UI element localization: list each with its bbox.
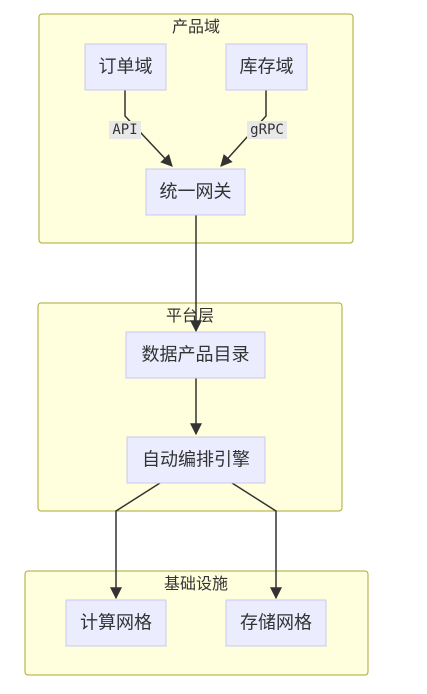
node-order-domain[interactable]: 订单域: [84, 43, 167, 91]
node-unified-gateway-box: [145, 168, 246, 216]
node-orchestration-engine[interactable]: 自动编排引擎: [126, 436, 266, 484]
node-order-domain-box: [84, 43, 167, 91]
node-storage-mesh[interactable]: 存储网格: [225, 599, 327, 647]
edge-orchestration-to-storage: [231, 482, 282, 600]
node-compute-mesh-box: [65, 599, 167, 647]
edge-label-grpc-bg: [247, 121, 287, 139]
node-inventory-domain-box: [225, 43, 308, 91]
edge-label-api-text: API: [112, 122, 137, 138]
cluster-platform-layer-title: 平台层: [166, 306, 214, 325]
cluster-platform-layer: 平台层: [37, 302, 343, 512]
edge-label-api: API: [109, 121, 141, 139]
edge-label-grpc: gRPC: [247, 121, 287, 139]
edge-orchestration-to-compute: [110, 482, 161, 600]
node-compute-mesh-label: 计算网格: [80, 613, 152, 634]
node-inventory-domain[interactable]: 库存域: [225, 43, 308, 91]
node-data-product-catalog[interactable]: 数据产品目录: [125, 331, 266, 379]
node-storage-mesh-label: 存储网格: [240, 613, 312, 634]
node-compute-mesh[interactable]: 计算网格: [65, 599, 167, 647]
edge-label-api-bg: [109, 121, 141, 139]
cluster-platform-layer-box: [37, 302, 343, 512]
edge-inventory-to-gateway: [220, 90, 267, 167]
cluster-product-domain-title: 产品域: [172, 17, 220, 36]
node-inventory-domain-label: 库存域: [240, 57, 294, 78]
node-orchestration-engine-label: 自动编排引擎: [142, 450, 250, 471]
edges: [110, 90, 282, 600]
cluster-infrastructure-title: 基础设施: [164, 574, 228, 593]
node-order-domain-label: 订单域: [99, 57, 153, 78]
edge-order-to-gateway: [124, 90, 173, 167]
edge-label-grpc-text: gRPC: [250, 122, 284, 138]
node-unified-gateway[interactable]: 统一网关: [145, 168, 246, 216]
node-data-product-catalog-box: [125, 331, 266, 379]
node-orchestration-engine-box: [126, 436, 266, 484]
node-data-product-catalog-label: 数据产品目录: [142, 345, 250, 366]
node-unified-gateway-label: 统一网关: [160, 182, 232, 203]
node-storage-mesh-box: [225, 599, 327, 647]
